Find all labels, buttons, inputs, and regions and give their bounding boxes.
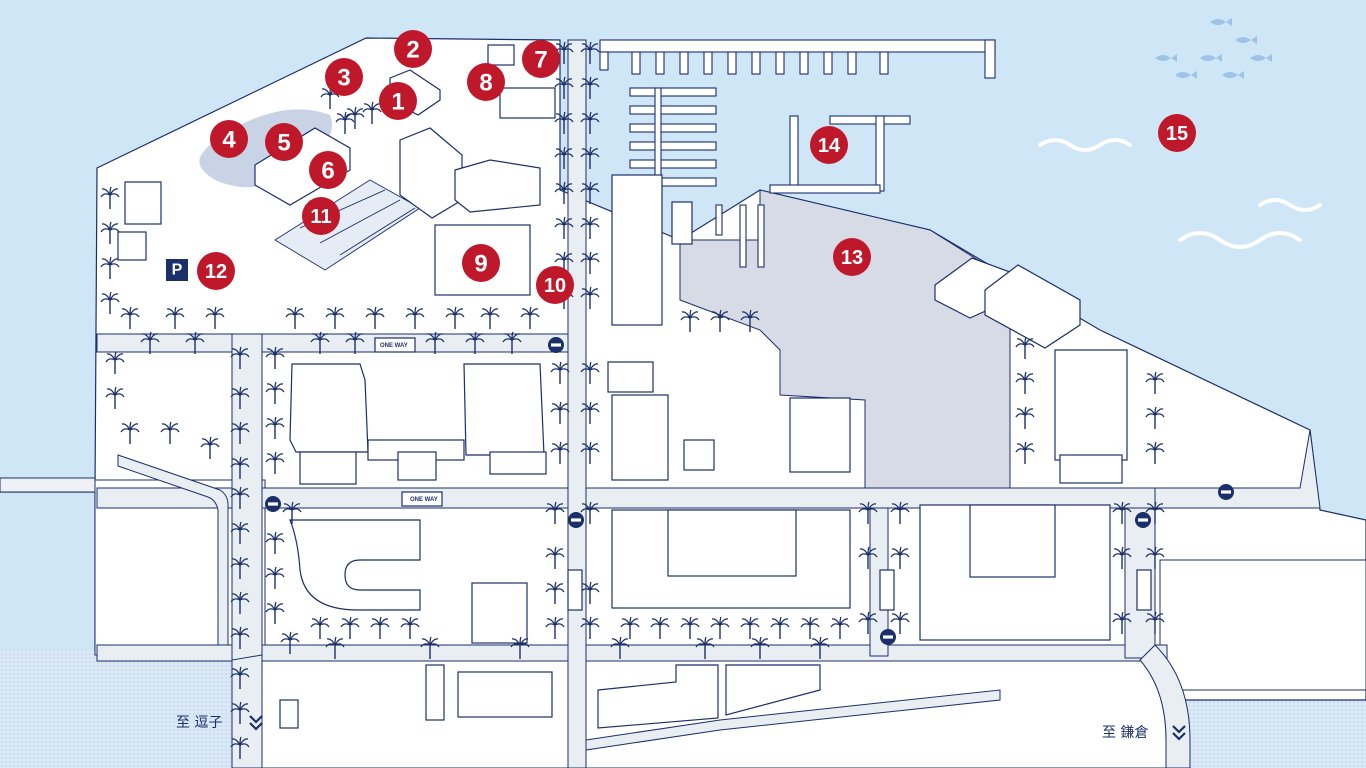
marina-piers — [599, 39, 996, 268]
marker-8[interactable]: 8 — [467, 63, 505, 101]
one-way-sign: ONE WAY — [374, 337, 416, 353]
one-way-sign — [879, 569, 895, 611]
waves — [1038, 138, 1322, 249]
direction-zushi[interactable]: 至 逗子 — [176, 715, 263, 731]
marker-14[interactable]: 14 — [810, 126, 848, 164]
direction-kamakura[interactable]: 至 鎌倉 — [1102, 725, 1186, 741]
buildings — [117, 44, 1128, 729]
marker-label: 4 — [222, 127, 236, 154]
marker-6[interactable]: 6 — [309, 151, 347, 189]
marker-label: 3 — [337, 65, 350, 92]
svg-text:至 鎌倉: 至 鎌倉 — [1102, 725, 1148, 741]
marker-1[interactable]: 1 — [379, 82, 417, 120]
marker-label: 9 — [474, 251, 487, 278]
marker-12[interactable]: 12 — [197, 252, 235, 290]
marker-label: 1 — [391, 89, 404, 116]
marker-label: 2 — [406, 37, 419, 64]
marker-13[interactable]: 13 — [833, 238, 871, 276]
one-way-sign — [1136, 569, 1152, 611]
marker-label: 13 — [841, 247, 863, 269]
marker-label: 7 — [534, 47, 547, 74]
breakwater — [0, 477, 96, 493]
svg-text:至 逗子: 至 逗子 — [176, 715, 222, 731]
marker-15[interactable]: 15 — [1158, 114, 1196, 152]
marker-11[interactable]: 11 — [302, 197, 340, 235]
svg-text:ONE WAY: ONE WAY — [410, 497, 438, 503]
fish-icon — [1155, 18, 1272, 79]
marker-label: 6 — [321, 158, 334, 185]
marker-label: 10 — [544, 275, 566, 297]
marker-2[interactable]: 2 — [394, 30, 432, 68]
parking-sign: P — [166, 259, 188, 281]
marker-4[interactable]: 4 — [210, 120, 248, 158]
marker-3[interactable]: 3 — [325, 58, 363, 96]
svg-text:P: P — [172, 262, 183, 279]
pond — [199, 109, 332, 188]
marker-label: 5 — [277, 130, 290, 157]
marker-7[interactable]: 7 — [522, 40, 560, 78]
one-way-sign — [567, 569, 583, 611]
marker-5[interactable]: 5 — [265, 123, 303, 161]
chevron-down-icon — [249, 715, 263, 731]
marker-9[interactable]: 9 — [462, 244, 500, 282]
marker-label: 15 — [1166, 123, 1188, 145]
marker-label: 14 — [818, 135, 841, 157]
marker-label: 12 — [205, 261, 227, 283]
chevron-down-icon — [1172, 725, 1186, 741]
marker-label: 8 — [479, 70, 492, 97]
marker-10[interactable]: 10 — [536, 266, 574, 304]
one-way-sign: ONE WAY — [401, 491, 443, 507]
svg-text:ONE WAY: ONE WAY — [380, 343, 408, 349]
marker-label: 11 — [310, 206, 331, 228]
